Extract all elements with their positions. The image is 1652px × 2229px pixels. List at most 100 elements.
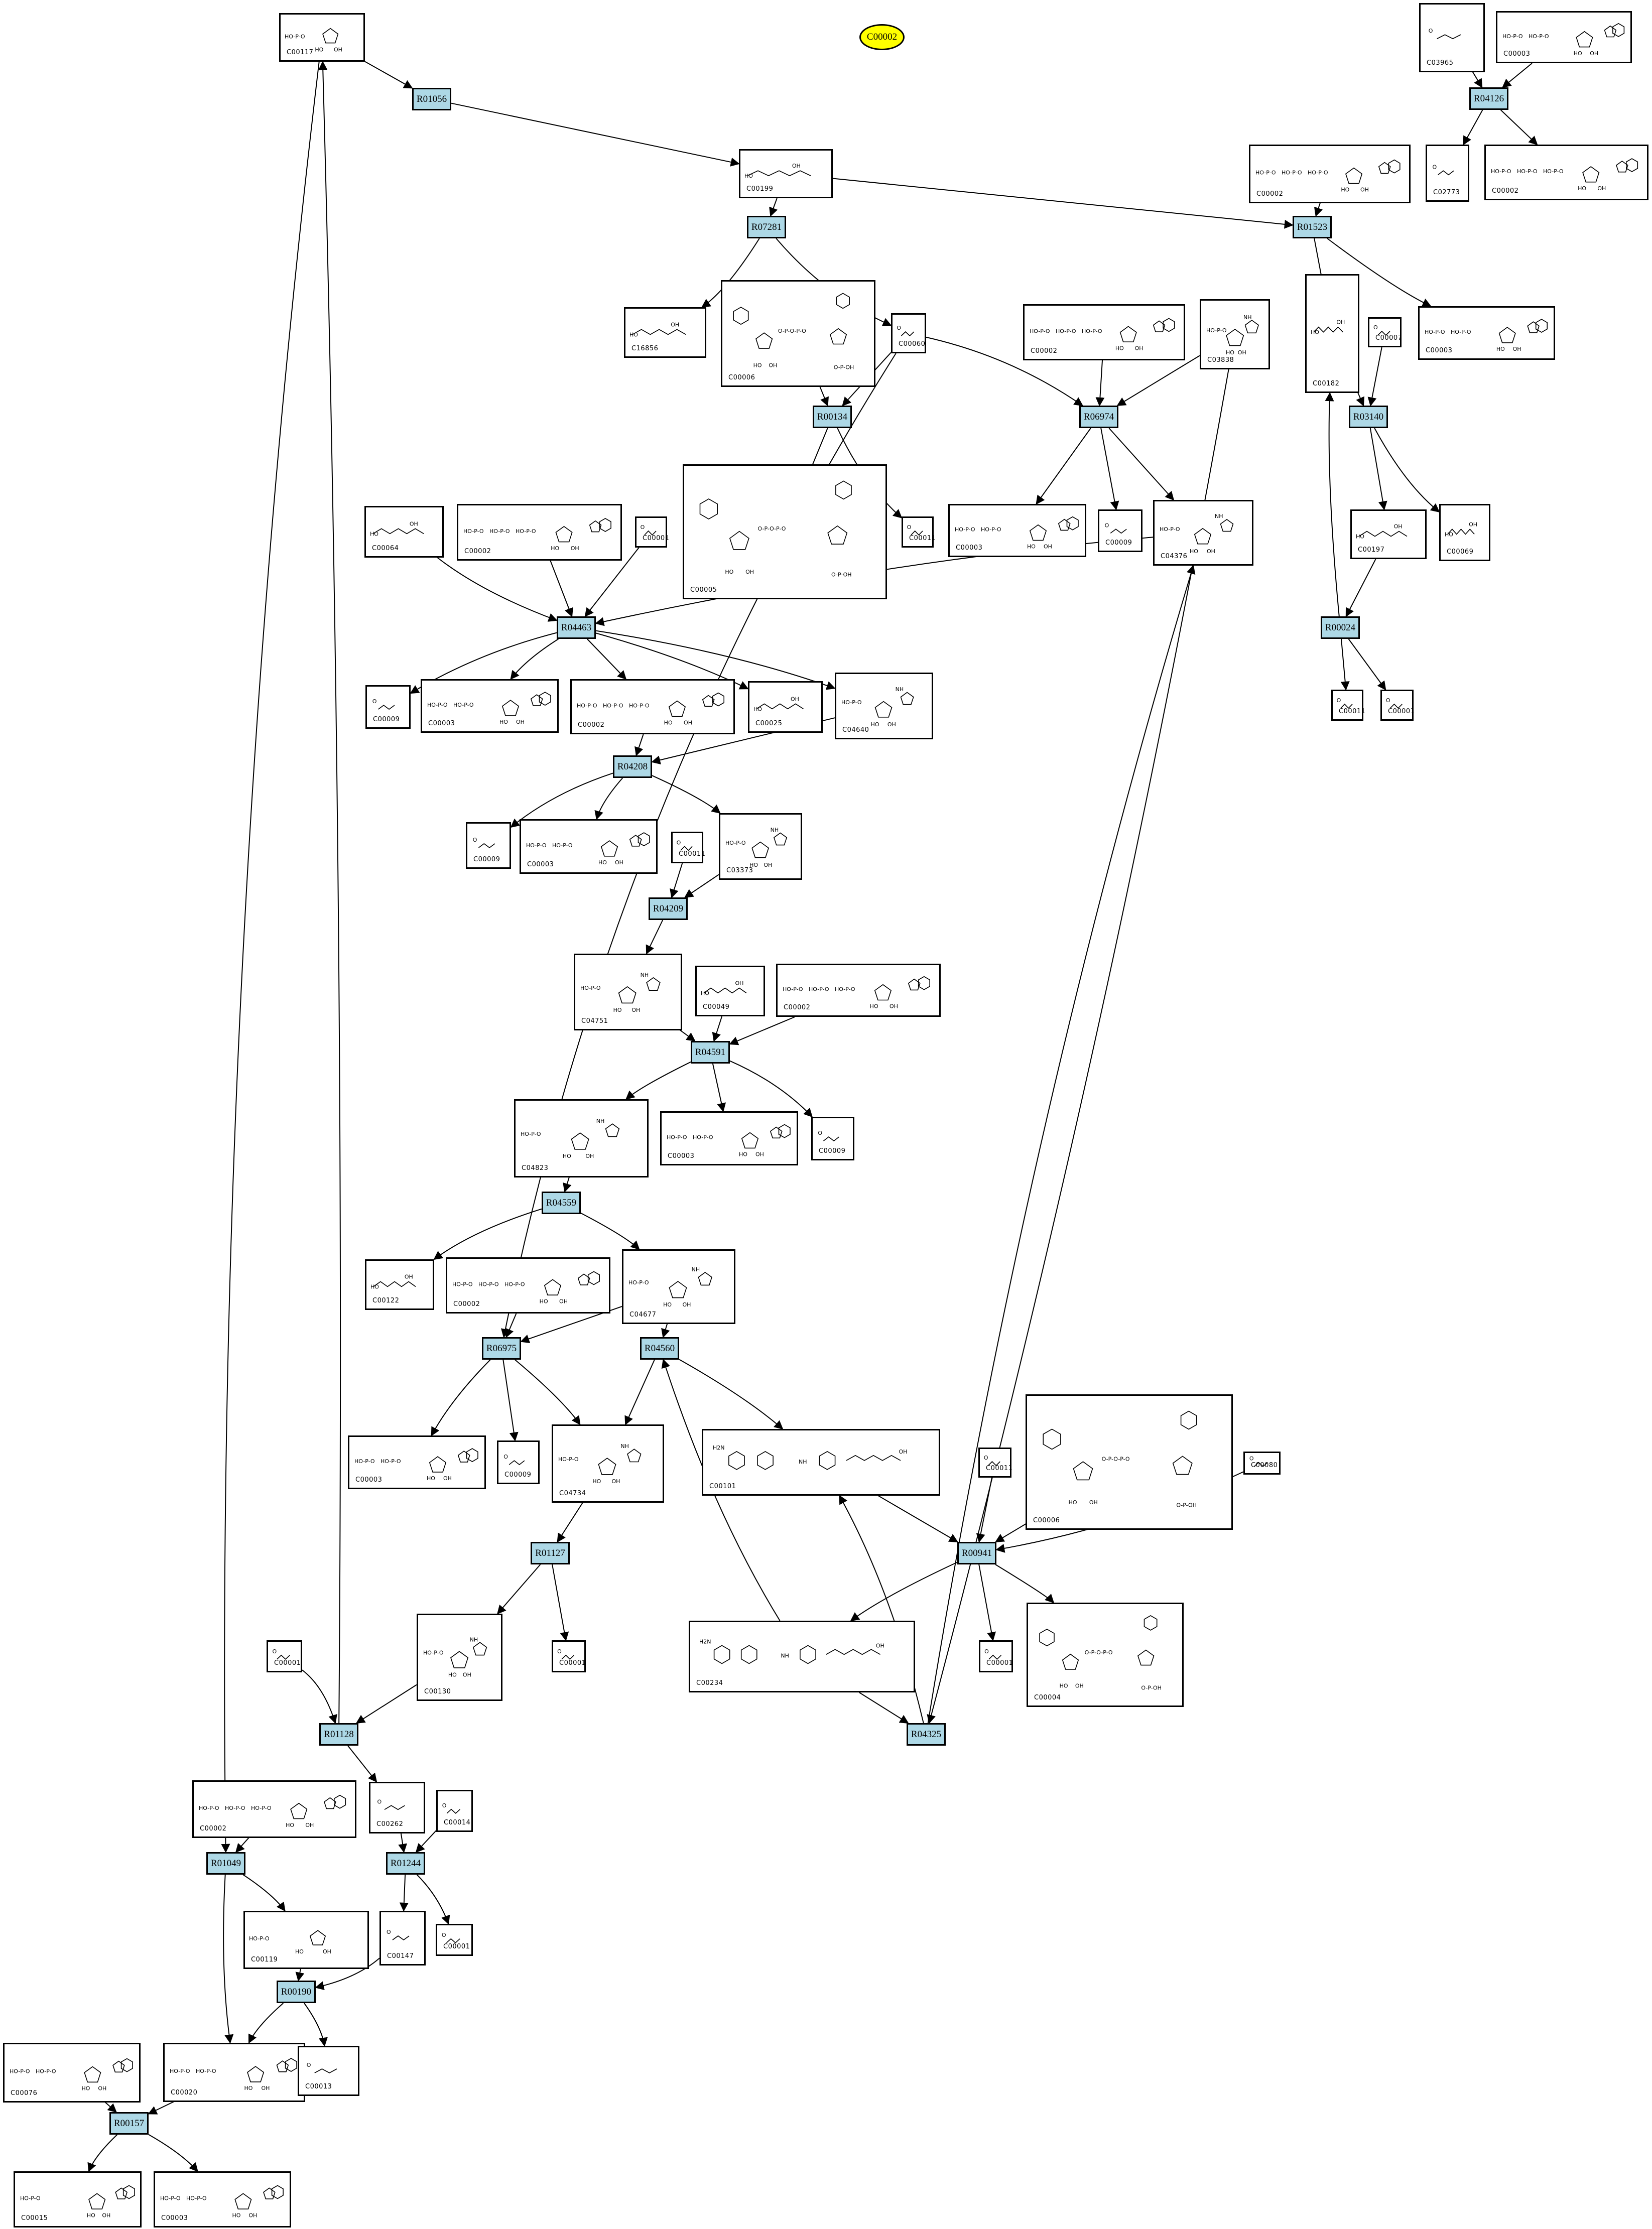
reaction-node-r00134[interactable]: R00134: [813, 406, 852, 428]
reaction-node-r03140[interactable]: R03140: [1349, 406, 1388, 428]
compound-id-label: C00002: [1492, 187, 1519, 195]
reaction-node-r01127[interactable]: R01127: [531, 1542, 570, 1564]
compound-id-label: C00001: [559, 1659, 586, 1667]
reaction-node-r01056[interactable]: R01056: [412, 88, 451, 110]
reaction-node-r00190[interactable]: R00190: [277, 1981, 316, 2003]
reaction-node-r06974[interactable]: R06974: [1079, 406, 1118, 428]
edge-r10-c34: [594, 777, 623, 820]
reaction-node-r00024[interactable]: R00024: [1321, 616, 1360, 639]
reaction-node-r00941[interactable]: R00941: [957, 1542, 996, 1564]
reaction-node-r00157[interactable]: R00157: [109, 2112, 149, 2135]
reaction-node-r06975[interactable]: R06975: [482, 1337, 521, 1360]
reaction-node-r04325[interactable]: R04325: [907, 1723, 946, 1746]
legend-c00002-node[interactable]: C00002: [859, 24, 905, 50]
reaction-node-r04126[interactable]: R04126: [1469, 87, 1508, 110]
compound-id-label: C03838: [1207, 356, 1234, 364]
reaction-node-r04209[interactable]: R04209: [649, 897, 688, 920]
reaction-node-r01244[interactable]: R01244: [386, 1852, 425, 1875]
reaction-node-r04463[interactable]: R04463: [557, 616, 596, 639]
structure-drawing: O: [387, 1929, 410, 1941]
reaction-node-r01128[interactable]: R01128: [319, 1723, 358, 1746]
edge-r15-c48: [624, 1359, 655, 1425]
reaction-node-r04591[interactable]: R04591: [691, 1041, 730, 1064]
reaction-node-r04208[interactable]: R04208: [613, 755, 652, 778]
reaction-label: R01049: [210, 1858, 241, 1869]
reaction-node-r01523[interactable]: R01523: [1293, 216, 1332, 238]
reaction-node-r07281[interactable]: R07281: [747, 216, 786, 238]
reaction-node-r04559[interactable]: R04559: [542, 1192, 581, 1214]
reaction-node-r01049[interactable]: R01049: [206, 1852, 245, 1875]
reaction-node-r04560[interactable]: R04560: [640, 1337, 679, 1360]
